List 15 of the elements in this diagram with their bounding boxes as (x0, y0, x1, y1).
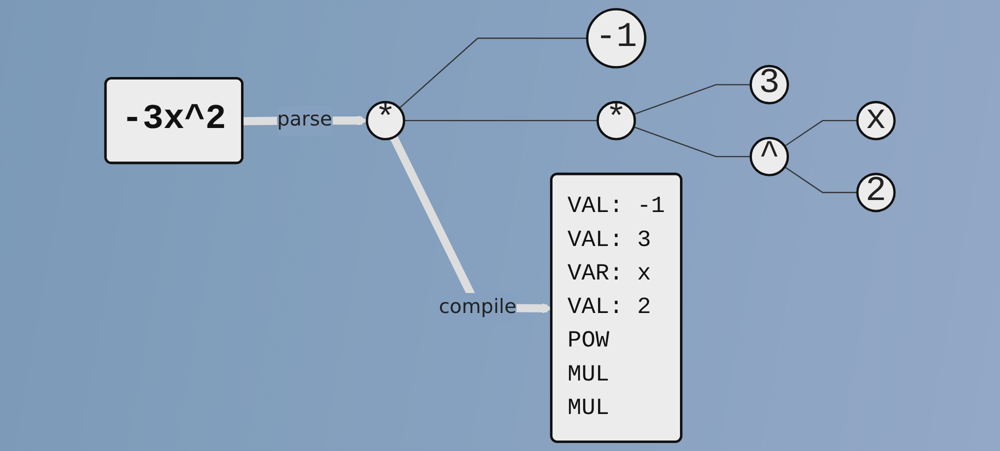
edge-label: parse (277, 108, 332, 132)
node-circle: * (366, 100, 406, 140)
connector (634, 84, 751, 115)
edge-label: compile (438, 295, 517, 319)
node-circle: ^ (750, 136, 789, 176)
connector (634, 126, 751, 158)
node-circle: x (856, 100, 896, 140)
connector (784, 166, 858, 194)
connector (784, 120, 858, 147)
node-circle: 2 (856, 172, 896, 212)
connector (404, 120, 598, 122)
node-circle: * (596, 100, 636, 140)
node-circle: 3 (750, 64, 789, 104)
connector (398, 38, 588, 109)
node-circle: -1 (586, 8, 646, 68)
